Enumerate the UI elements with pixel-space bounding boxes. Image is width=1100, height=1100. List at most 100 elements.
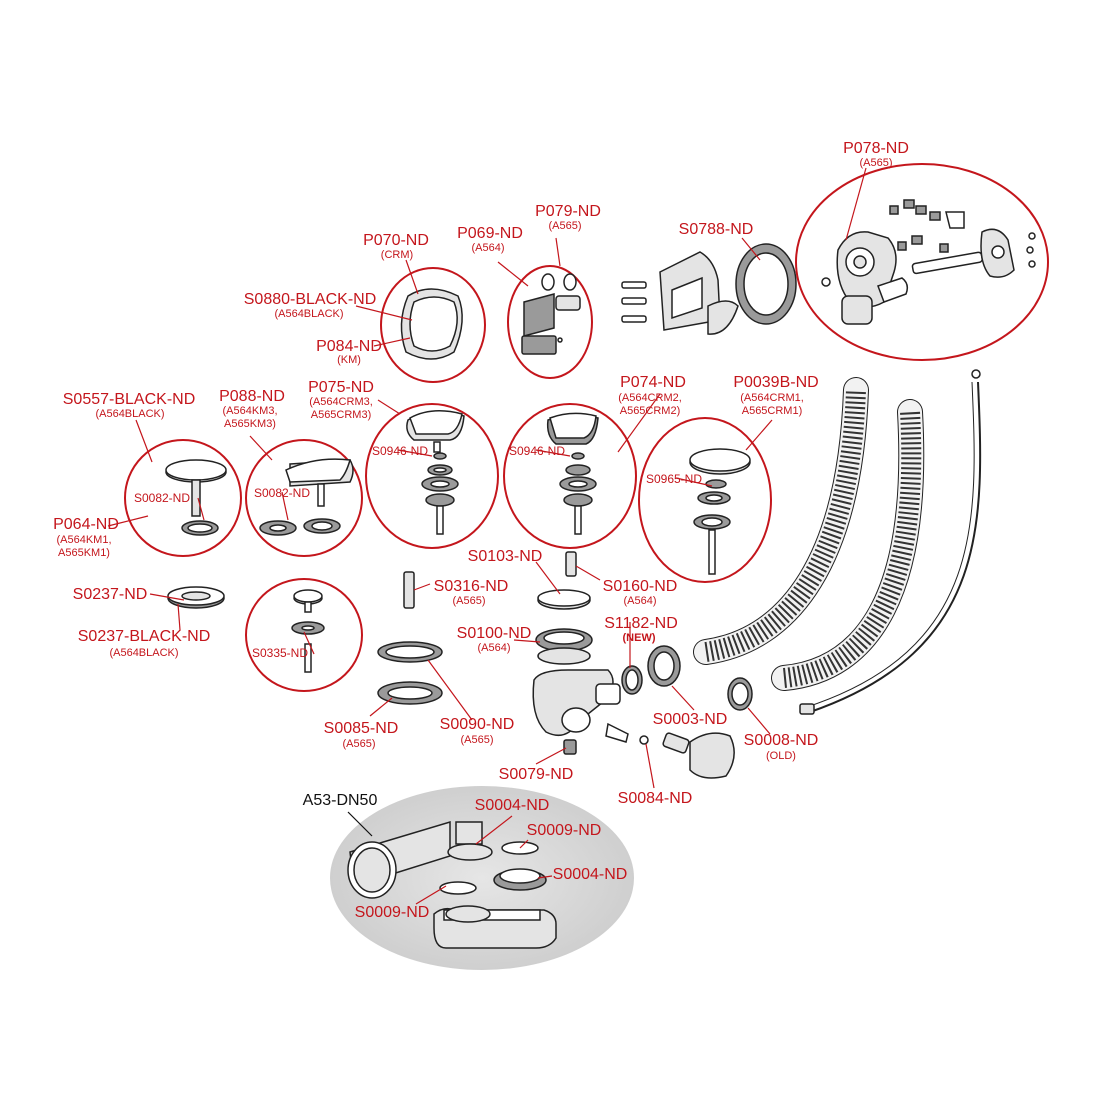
s0335-group-circle [245, 578, 363, 692]
s0103-code: S0103-ND [468, 548, 543, 565]
label-s0316: S0316-ND (A565) [434, 578, 509, 607]
hose-short [693, 377, 869, 665]
p084-code: P084-ND [316, 338, 382, 355]
label-p070: P070-ND (CRM) [363, 232, 429, 261]
label-s0100: S0100-ND (A564) [457, 625, 532, 654]
s0965-code: S0965-ND [646, 472, 702, 486]
label-p088: P088-ND (A564KM3, A565KM3) [219, 388, 285, 430]
label-s0237-black: S0237-BLACK-ND (A564BLACK) [78, 628, 211, 659]
s0880-sub: (A564BLACK) [274, 308, 343, 320]
label-p0039b: P0039B-ND (A564CRM1, A565CRM1) [733, 374, 818, 417]
p088-group-circle [245, 439, 363, 557]
s0004-code-1: S0004-ND [475, 797, 550, 814]
s0003-nut [647, 645, 681, 687]
s0084-parts [605, 722, 735, 779]
p070-cap-part [400, 288, 463, 360]
p078-sub: (A565) [859, 157, 892, 169]
label-s0880: S0880-BLACK-ND (A564BLACK) [244, 291, 377, 320]
s0316-sub: (A565) [452, 595, 485, 607]
p088-plug-part [259, 458, 354, 536]
label-p079: P079-ND (A565) [535, 203, 601, 232]
label-s0008: S0008-ND (OLD) [744, 732, 819, 762]
p074-sub-2: A565CRM2) [620, 405, 681, 417]
s0100-code: S0100-ND [457, 625, 532, 642]
label-p075: P075-ND (A564CRM3, A565CRM3) [308, 379, 374, 421]
s0335-plug-part [291, 589, 325, 673]
p075-sub-1: (A564CRM3, [309, 396, 373, 408]
s0316-code: S0316-ND [434, 578, 509, 595]
a53-code: A53-DN50 [303, 792, 378, 809]
label-p069: P069-ND (A564) [457, 225, 523, 254]
p069-elbow-part [521, 273, 581, 355]
s0084-code: S0084-ND [618, 790, 693, 807]
p084-sub: (KM) [337, 354, 361, 366]
p079-sub: (A565) [548, 220, 581, 232]
s0085-washer [377, 681, 443, 705]
s1182-code: S1182-ND [604, 615, 678, 632]
label-s0085: S0085-ND (A565) [324, 720, 399, 750]
s0090-washer [377, 641, 443, 663]
s1182-sub: (NEW) [623, 632, 656, 644]
p075-sub-2: A565CRM3) [311, 409, 372, 421]
label-s0090: S0090-ND (A565) [440, 716, 515, 746]
p070-group-circle [380, 267, 486, 383]
p075-code: P075-ND [308, 379, 374, 396]
s0079-code: S0079-ND [499, 766, 574, 783]
screws-set [621, 281, 647, 323]
s0082-code-1: S0082-ND [134, 491, 190, 505]
s0085-code: S0085-ND [324, 720, 399, 737]
s1182-ring [621, 665, 643, 695]
s0946-code-1: S0946-ND [372, 444, 428, 458]
s0557-plug-part [165, 459, 227, 536]
s0160-sub: (A564) [623, 595, 656, 607]
p078-overflow-assembly [821, 199, 1036, 325]
hose-long [771, 399, 925, 691]
s0082-code-2: S0082-ND [254, 486, 310, 500]
s0237-code: S0237-ND [73, 586, 148, 603]
p069-sub: (A564) [471, 242, 504, 254]
s0008-sub: (OLD) [766, 750, 796, 762]
p074-plug-part [546, 412, 599, 535]
a53-highlight-ellipse [330, 786, 634, 970]
s0237-black-sub: (A564BLACK) [109, 647, 178, 659]
p0039b-sub-1: (A564CRM1, [740, 392, 804, 404]
a53-siphon-part [347, 820, 557, 949]
s0557-sub: (A564BLACK) [95, 408, 164, 420]
s0557-code: S0557-BLACK-ND [63, 391, 196, 408]
s0085-sub: (A565) [342, 738, 375, 750]
p064-sub-2: A565KM1) [58, 547, 110, 559]
label-p078: P078-ND (A565) [843, 140, 909, 169]
p069-code: P069-ND [457, 225, 523, 242]
s0788-code: S0788-ND [679, 221, 754, 238]
s0008-code: S0008-ND [744, 732, 819, 749]
p088-sub-1: (A564KM3, [222, 405, 277, 417]
p064-sub-1: (A564KM1, [56, 534, 111, 546]
s0316-screw [403, 571, 415, 609]
s0003-code: S0003-ND [653, 711, 728, 728]
label-s0557: S0557-BLACK-ND (A564BLACK) [63, 391, 196, 420]
control-cable [799, 369, 982, 715]
s0160-code: S0160-ND [603, 578, 678, 595]
label-p084: P084-ND (KM) [316, 338, 382, 366]
p078-group-circle [795, 163, 1049, 361]
s0788-gasket [735, 243, 797, 325]
p074-sub-1: (A564CRM2, [618, 392, 682, 404]
s0090-code: S0090-ND [440, 716, 515, 733]
s0009-code-2: S0009-ND [355, 904, 430, 921]
p0039b-code: P0039B-ND [733, 374, 818, 391]
s0237-black-code: S0237-BLACK-ND [78, 628, 211, 645]
p075-group-circle [365, 403, 499, 549]
s0880-code: S0880-BLACK-ND [244, 291, 377, 308]
p074-code: P074-ND [620, 374, 686, 391]
drain-body [532, 551, 621, 755]
s0557-group-circle [124, 439, 242, 557]
p0039b-plug-part [689, 448, 751, 575]
s0009-code-1: S0009-ND [527, 822, 602, 839]
p078-code: P078-ND [843, 140, 909, 157]
label-p064: P064-ND (A564KM1, A565KM1) [53, 516, 119, 559]
s0090-sub: (A565) [460, 734, 493, 746]
s0335-code: S0335-ND [252, 646, 308, 660]
s0946-code-2: S0946-ND [509, 444, 565, 458]
p074-group-circle [503, 403, 637, 549]
p064-code: P064-ND [53, 516, 119, 533]
